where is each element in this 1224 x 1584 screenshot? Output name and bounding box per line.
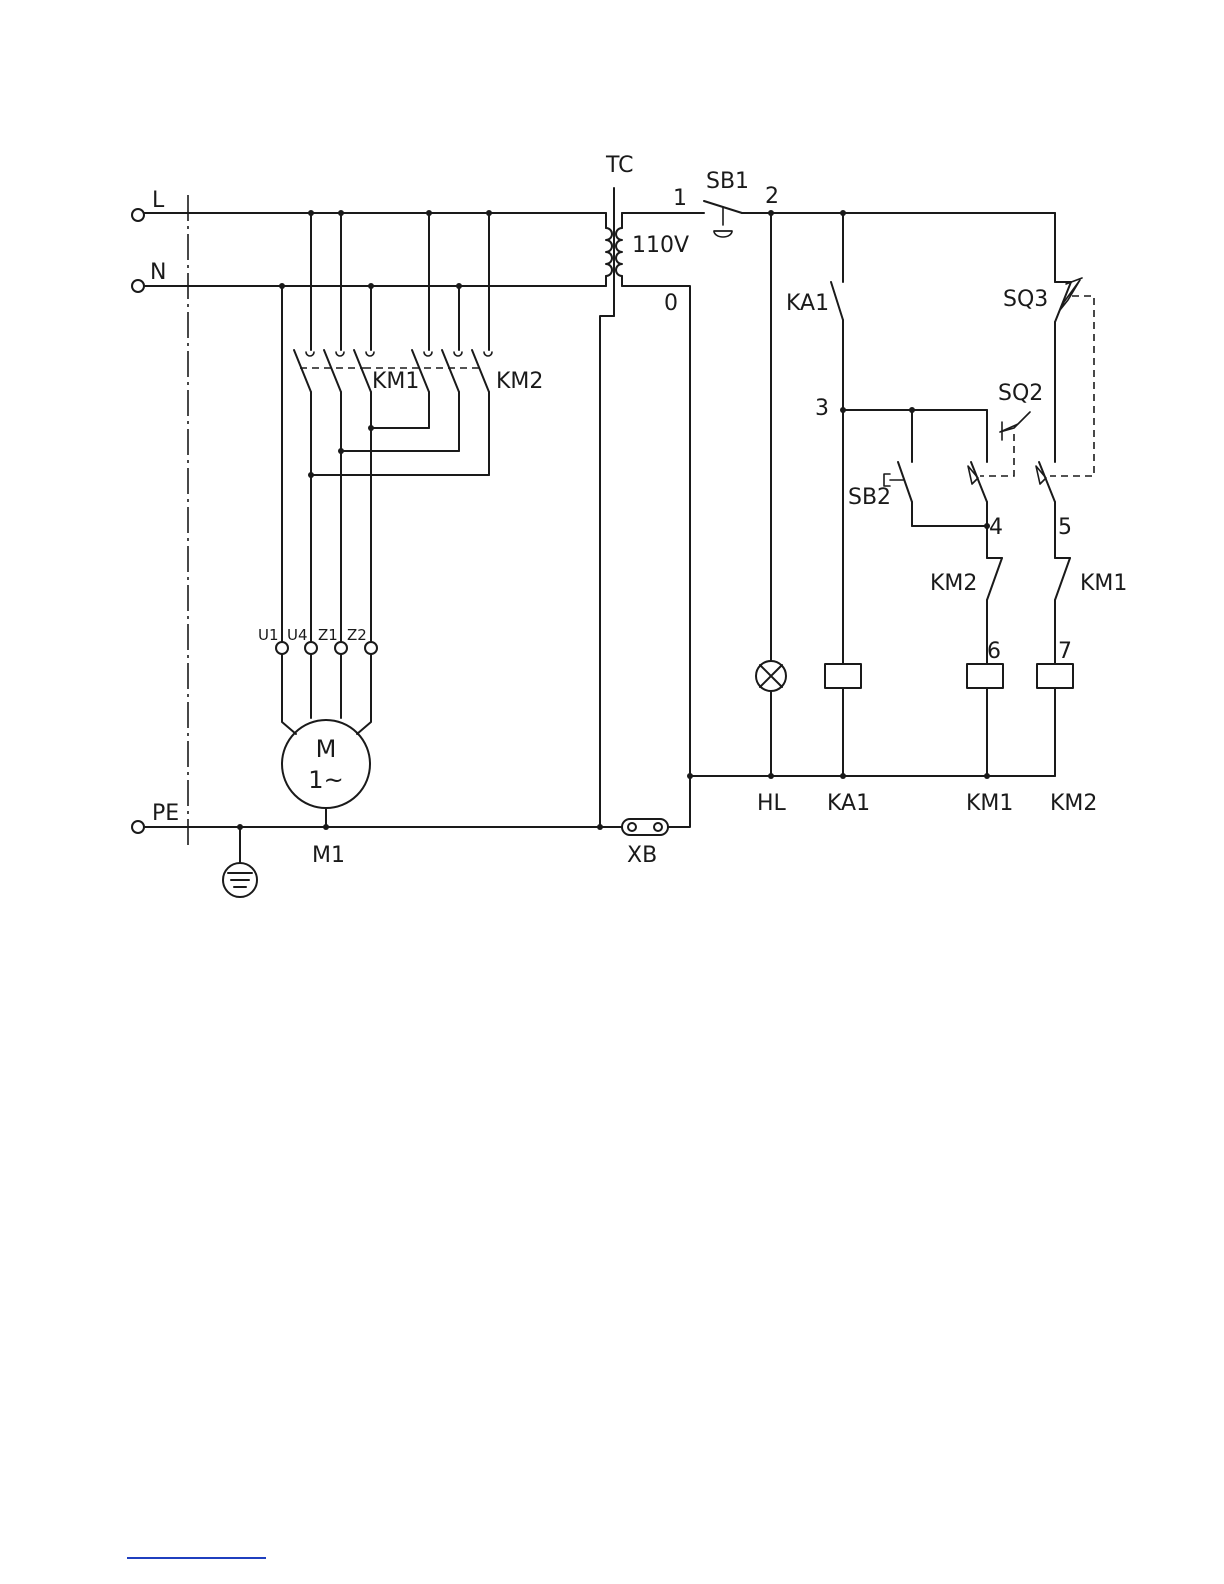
limit-switch-SQ2: SQ2 [968, 381, 1043, 558]
label-node-2: 2 [765, 184, 779, 209]
limit-switch-SQ2-nc [1036, 462, 1055, 502]
label-Z2: Z2 [347, 626, 367, 644]
label-110V: 110V [632, 233, 689, 258]
label-Z1: Z1 [318, 626, 338, 644]
label-SB2: SB2 [848, 485, 891, 510]
control-circuit: SB1 1 2 0 HL KA1 3 KA1 [664, 169, 1127, 816]
terminal-N [132, 280, 144, 292]
terminal-PE [132, 821, 144, 833]
motor-phase-label: 1~ [308, 766, 343, 794]
power-circuit: L N PE KM1 KM2 U1 U4 Z1 Z2 M 1~ M1 [132, 188, 606, 897]
label-U1: U1 [258, 626, 279, 644]
label-PE: PE [152, 801, 179, 826]
terminal-L [132, 209, 144, 221]
label-N: N [150, 260, 166, 285]
label-SQ3: SQ3 [1003, 287, 1048, 312]
label-node-0: 0 [664, 291, 678, 316]
coil-KA1 [825, 664, 861, 688]
label-M1: M1 [312, 843, 345, 868]
connector-XB: XB [600, 776, 690, 868]
label-KM2-coil: KM2 [1050, 791, 1097, 816]
label-KA1-coil: KA1 [827, 791, 870, 816]
label-SQ2: SQ2 [998, 381, 1043, 406]
earth-ground-symbol [223, 824, 257, 897]
label-node-3: 3 [815, 396, 829, 421]
transformer-TC: TC 110V [597, 153, 689, 830]
limit-switch-SQ3: SQ3 [1003, 278, 1094, 476]
lamp-HL [756, 661, 786, 691]
contact-KA1 [831, 282, 843, 320]
label-node-1: 1 [673, 186, 687, 211]
label-U4: U4 [287, 626, 308, 644]
label-km2-main: KM2 [496, 369, 543, 394]
coil-KM2 [1037, 664, 1073, 688]
label-node-4: 4 [989, 515, 1003, 540]
label-HL: HL [757, 791, 787, 816]
label-SB1: SB1 [706, 169, 749, 194]
coil-KM1 [967, 664, 1003, 688]
km1-main-contacts [294, 350, 374, 392]
label-node-6: 6 [987, 639, 1001, 664]
label-XB: XB [627, 843, 657, 868]
label-node-7: 7 [1058, 639, 1072, 664]
label-KM2-interlock: KM2 [930, 571, 977, 596]
label-L: L [152, 188, 165, 213]
label-TC: TC [605, 153, 634, 178]
label-KA1-contact: KA1 [786, 291, 829, 316]
label-KM1-interlock: KM1 [1080, 571, 1127, 596]
label-km1-main: KM1 [372, 369, 419, 394]
label-KM1-coil: KM1 [966, 791, 1013, 816]
motor-symbol [282, 720, 370, 808]
pushbutton-SB1: SB1 [704, 169, 1055, 237]
label-node-5: 5 [1058, 515, 1072, 540]
motor-label: M [316, 735, 337, 763]
pushbutton-SB2: SB2 [848, 410, 987, 526]
